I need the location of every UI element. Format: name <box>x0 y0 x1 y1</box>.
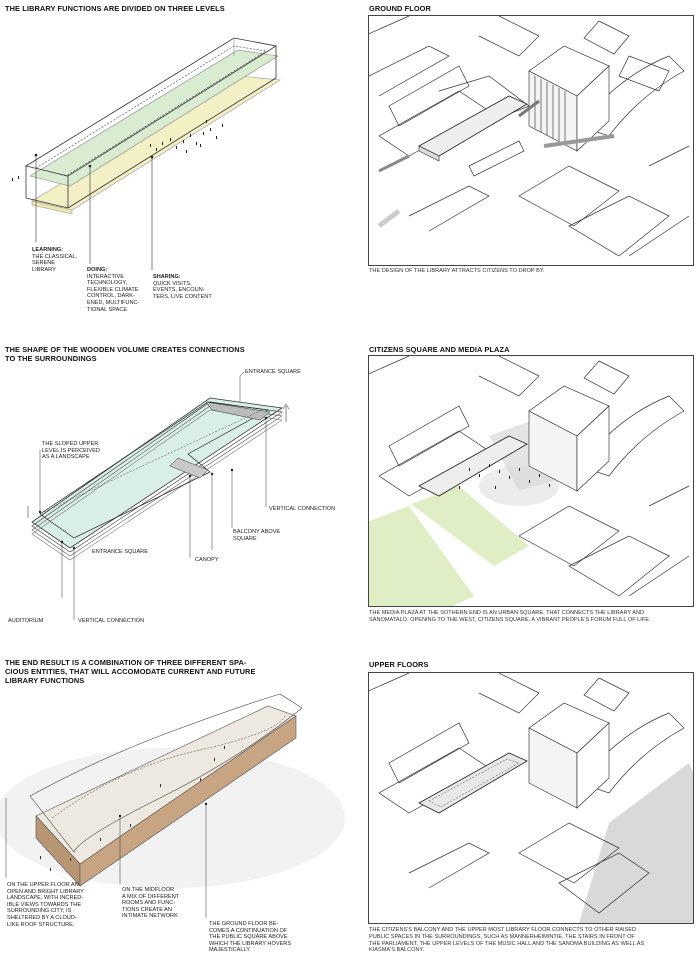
ground-floor-plan <box>369 16 690 257</box>
ground-floor-panel <box>368 15 694 266</box>
balcony-label: BALCONY ABOVE SQUARE <box>233 529 281 542</box>
citizens-square-plan <box>369 356 690 606</box>
citizens-square-title: CITIZENS SQUARE AND MEDIA PLAZA <box>369 345 510 354</box>
end-result-diagram <box>0 693 345 918</box>
doing-label: DOING: INTERACTIVE TECHNOLOGY, FLEXIBLE … <box>87 267 140 313</box>
upper-floors-caption: THE CITIZENS'S BALCONY AND THE UPPER MOS… <box>369 927 645 954</box>
midfloor-label: ON THE MIDFLOOR A MIX OF DIFFERENT ROOMS… <box>122 887 180 920</box>
citizens-square-panel <box>368 355 694 607</box>
auditorium-label: AUDITORIUM <box>8 618 44 624</box>
ground-floor-title: GROUND FLOOR <box>369 4 431 13</box>
entrance-square-top-label: ENTRANCE SQUARE <box>245 369 301 375</box>
citizens-square-caption: THE MEDIA PLAZA AT THE SOTHERN END IS AN… <box>369 610 651 623</box>
upper-floors-plan <box>369 673 693 923</box>
three-levels-diagram <box>12 37 281 270</box>
section-title-result: THE END RESULT IS A COMBINATION OF THREE… <box>5 658 256 685</box>
vertical-connection-right-label: VERTICAL CONNECTION <box>269 506 336 512</box>
entrance-square-mid-label: ENTRANCE SQUARE <box>92 549 148 555</box>
sloped-upper-label: THE SLOPED UPPER LEVEL IS PERCEIVED AS A… <box>42 441 100 461</box>
ground-floor-caption: THE DESIGN OF THE LIBRARY ATTRACTS CITIZ… <box>369 268 545 274</box>
learning-label: LEARNING: THE CLASSICAL, SERENE LIBRARY <box>32 247 78 273</box>
upper-floor-label: ON THE UPPER FLOOR AN OPEN AND BRIGHT LI… <box>7 882 84 928</box>
section-title-shape: THE SHAPE OF THE WOODEN VOLUME CREATES C… <box>5 345 245 363</box>
ground-floor-label: THE GROUND FLOOR BE- COMES A CONTINUATIO… <box>209 921 292 954</box>
sharing-label: SHARING: QUICK VISITS, EVENTS, ENCOUN- T… <box>153 274 212 300</box>
section-title-levels: THE LIBRARY FUNCTIONS ARE DIVIDED ON THR… <box>5 4 225 13</box>
canopy-label: CANOPY <box>195 557 219 563</box>
upper-floors-title: UPPER FLOORS <box>369 660 429 669</box>
upper-floors-panel <box>368 672 694 924</box>
vertical-connection-bottom-label: VERTICAL CONNECTION <box>78 618 145 624</box>
connections-diagram <box>27 371 290 620</box>
